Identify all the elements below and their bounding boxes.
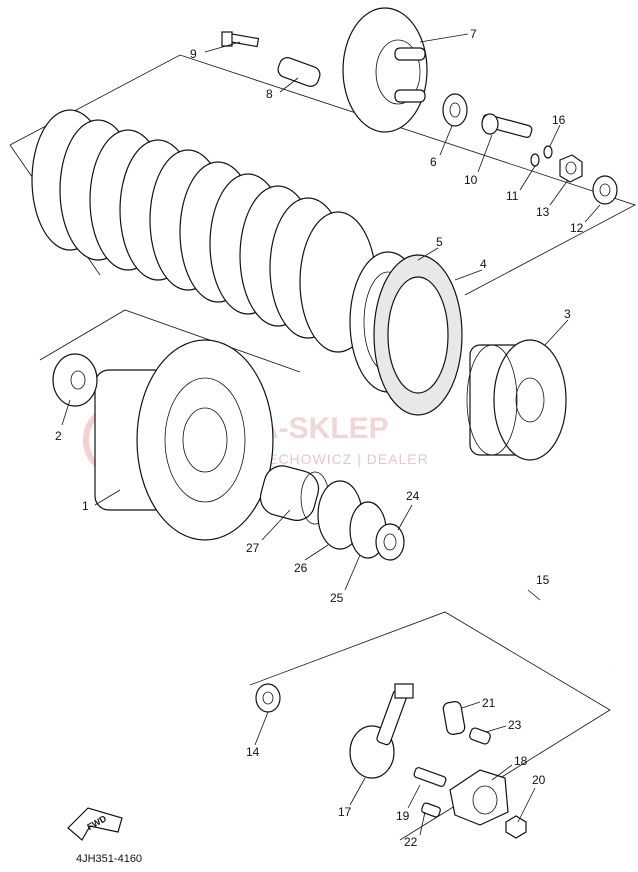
callout-17: 17 (338, 805, 352, 819)
diagram-code: 4JH351-4160 (76, 853, 142, 865)
bearing (442, 93, 468, 127)
push-lever-shaft (349, 683, 414, 779)
push-rod (404, 557, 611, 666)
bolt (221, 31, 260, 48)
callout-2: 2 (55, 429, 62, 443)
callout-3: 3 (564, 307, 571, 321)
callout-23: 23 (508, 718, 522, 732)
callout-22: 22 (404, 835, 418, 849)
lock-nut (505, 815, 527, 839)
callout-13: 13 (536, 205, 550, 219)
thrust-washer (52, 353, 98, 407)
callout-25: 25 (330, 591, 344, 605)
middle-frame (39, 309, 301, 373)
leader-lines (61, 33, 601, 836)
clutch-spring (277, 57, 321, 87)
clutch-boss (466, 339, 567, 461)
callout-26: 26 (294, 561, 308, 575)
dowel-pin (469, 727, 491, 745)
adjust-screw (413, 767, 447, 787)
callout-10: 10 (464, 173, 478, 187)
callout-4: 4 (480, 257, 487, 271)
callout-14: 14 (246, 745, 260, 759)
callout-15: 15 (536, 573, 550, 587)
callout-16: 16 (552, 113, 566, 127)
callout-20: 20 (532, 773, 546, 787)
callout-9: 9 (190, 47, 197, 61)
oil-seal (255, 683, 281, 713)
callout-8: 8 (266, 87, 273, 101)
callout-1: 1 (82, 499, 89, 513)
callout-21: 21 (482, 696, 496, 710)
fwd-arrow-icon: FWD (67, 807, 123, 841)
callout-11: 11 (506, 189, 519, 203)
callout-labels: 1 2 3 4 5 6 7 8 9 10 11 12 13 14 15 16 1… (55, 27, 584, 849)
callout-24: 24 (406, 489, 420, 503)
lever-bracket (449, 769, 509, 826)
callout-6: 6 (430, 155, 437, 169)
return-spring (442, 701, 466, 735)
push-rod-end (481, 113, 533, 138)
clutch-plate-stack (31, 109, 463, 416)
small-hardware (530, 145, 618, 205)
callout-18: 18 (514, 754, 528, 768)
spacer-and-washers (317, 480, 405, 561)
pressure-plate (342, 7, 428, 133)
clutch-housing (94, 339, 274, 541)
callout-12: 12 (570, 221, 584, 235)
callout-5: 5 (436, 235, 443, 249)
callout-27: 27 (246, 541, 260, 555)
small-bolt (421, 802, 441, 818)
callout-19: 19 (396, 809, 410, 823)
lower-group-frame (249, 611, 611, 841)
callout-7: 7 (470, 27, 477, 41)
